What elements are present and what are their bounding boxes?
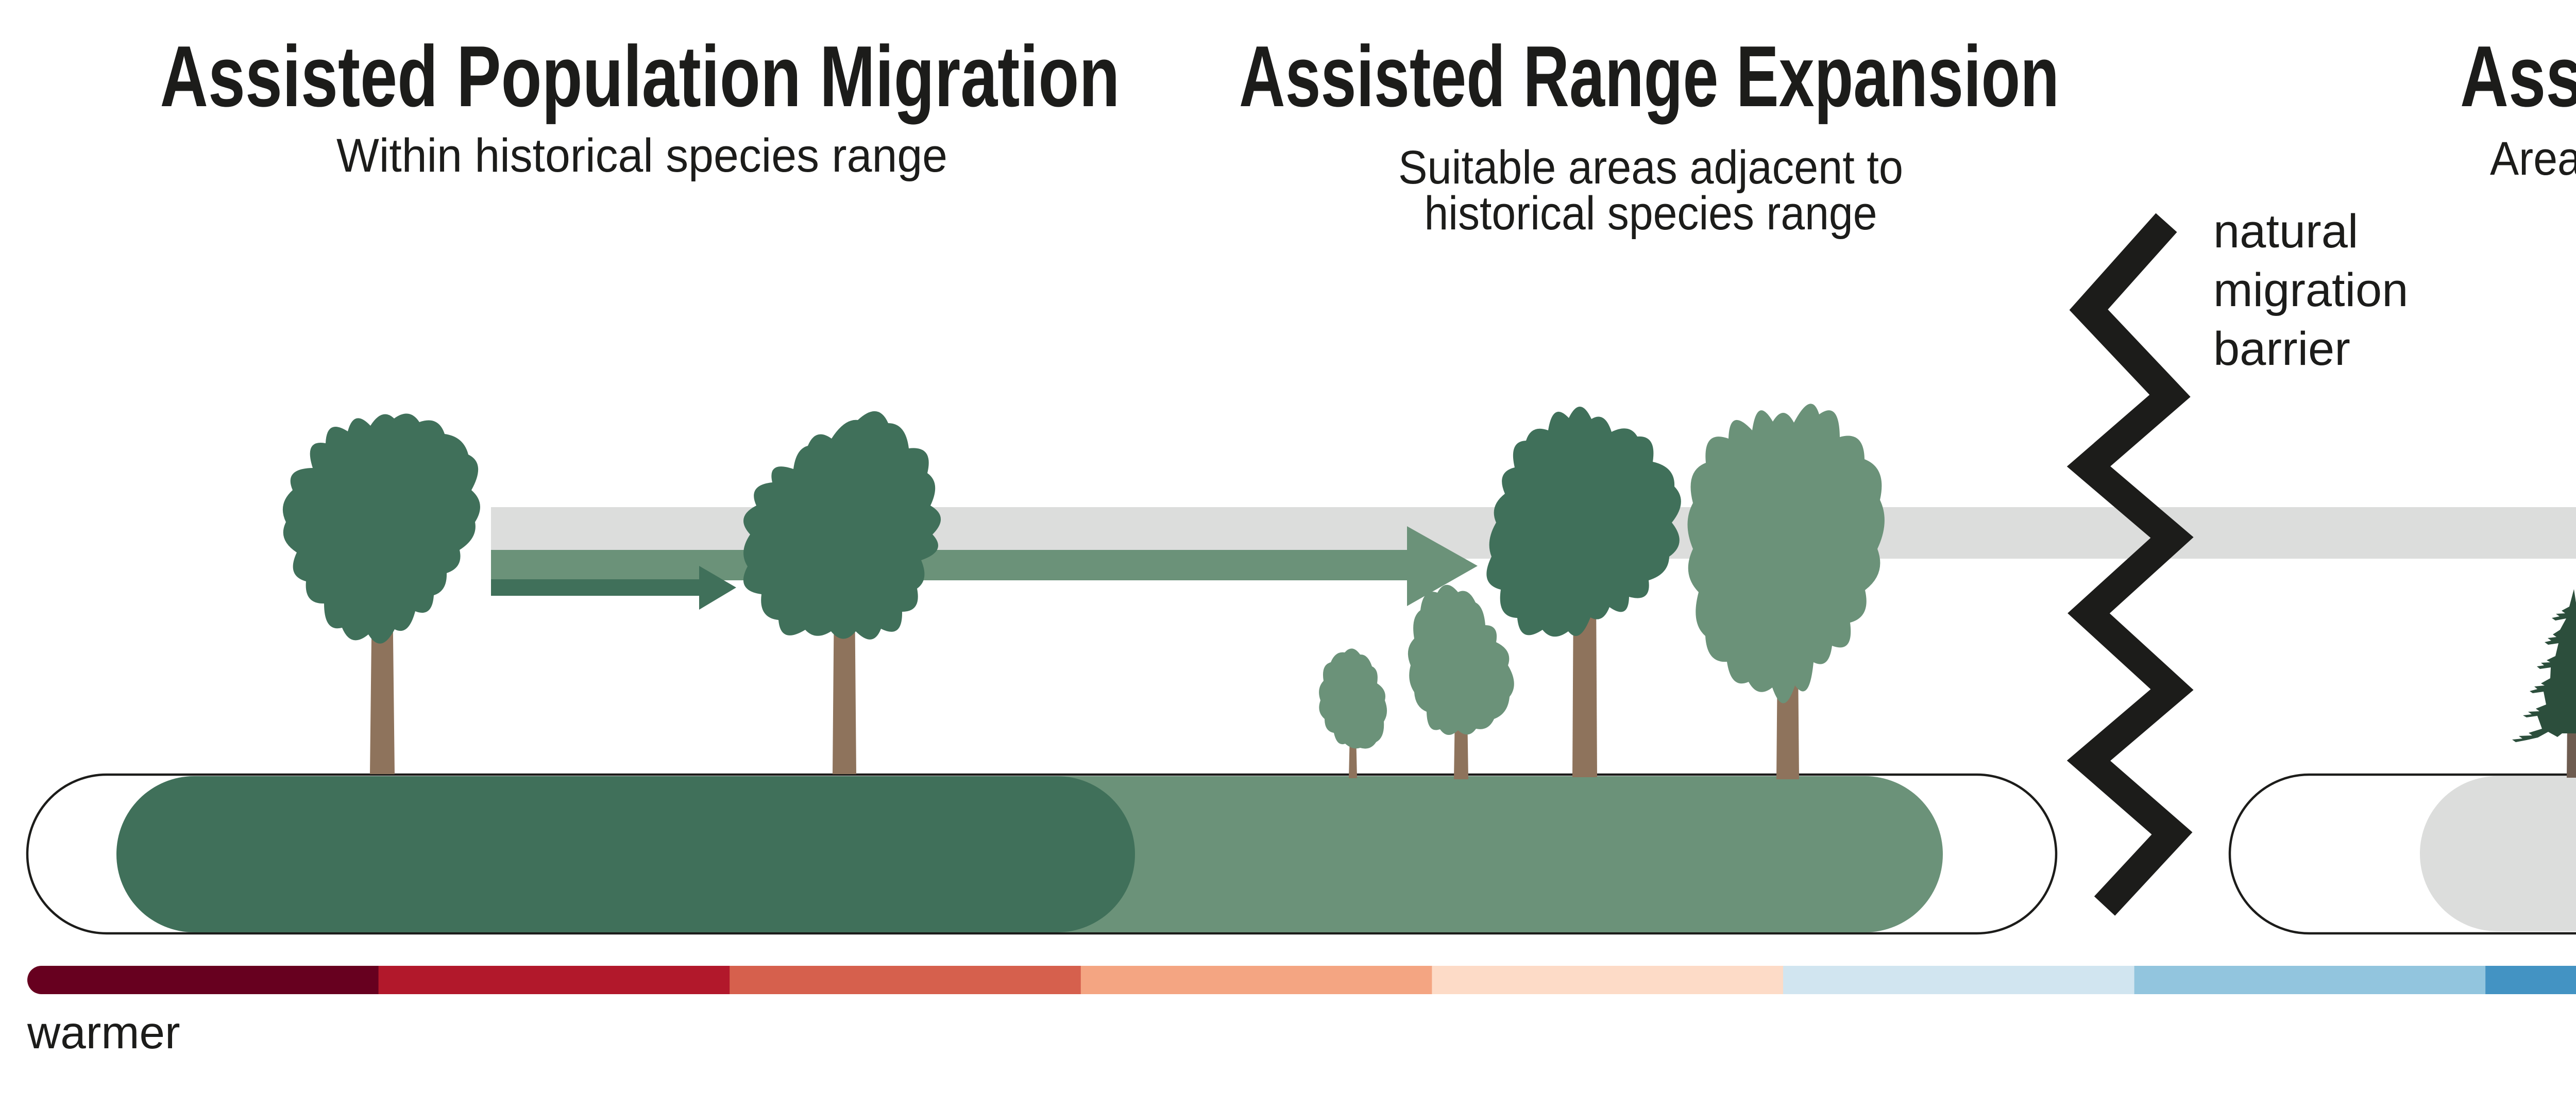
svg-text:historical species range: historical species range [1425, 187, 1877, 240]
svg-text:warmer: warmer [27, 1007, 180, 1058]
svg-text:natural: natural [2213, 205, 2358, 258]
svg-text:migration: migration [2213, 264, 2408, 316]
svg-text:barrier: barrier [2213, 323, 2350, 375]
svg-text:Assisted Species Migration: Assisted Species Migration [2460, 28, 2576, 125]
svg-text:Assisted Range Expansion: Assisted Range Expansion [1239, 28, 2059, 125]
svg-text:Assisted Population Migration: Assisted Population Migration [160, 28, 1120, 125]
svg-text:Within historical species rang: Within historical species range [336, 129, 947, 182]
svg-text:Suitable areas adjacent to: Suitable areas adjacent to [1398, 141, 1903, 194]
svg-text:Areas outside historical speci: Areas outside historical species range a… [2490, 132, 2576, 185]
